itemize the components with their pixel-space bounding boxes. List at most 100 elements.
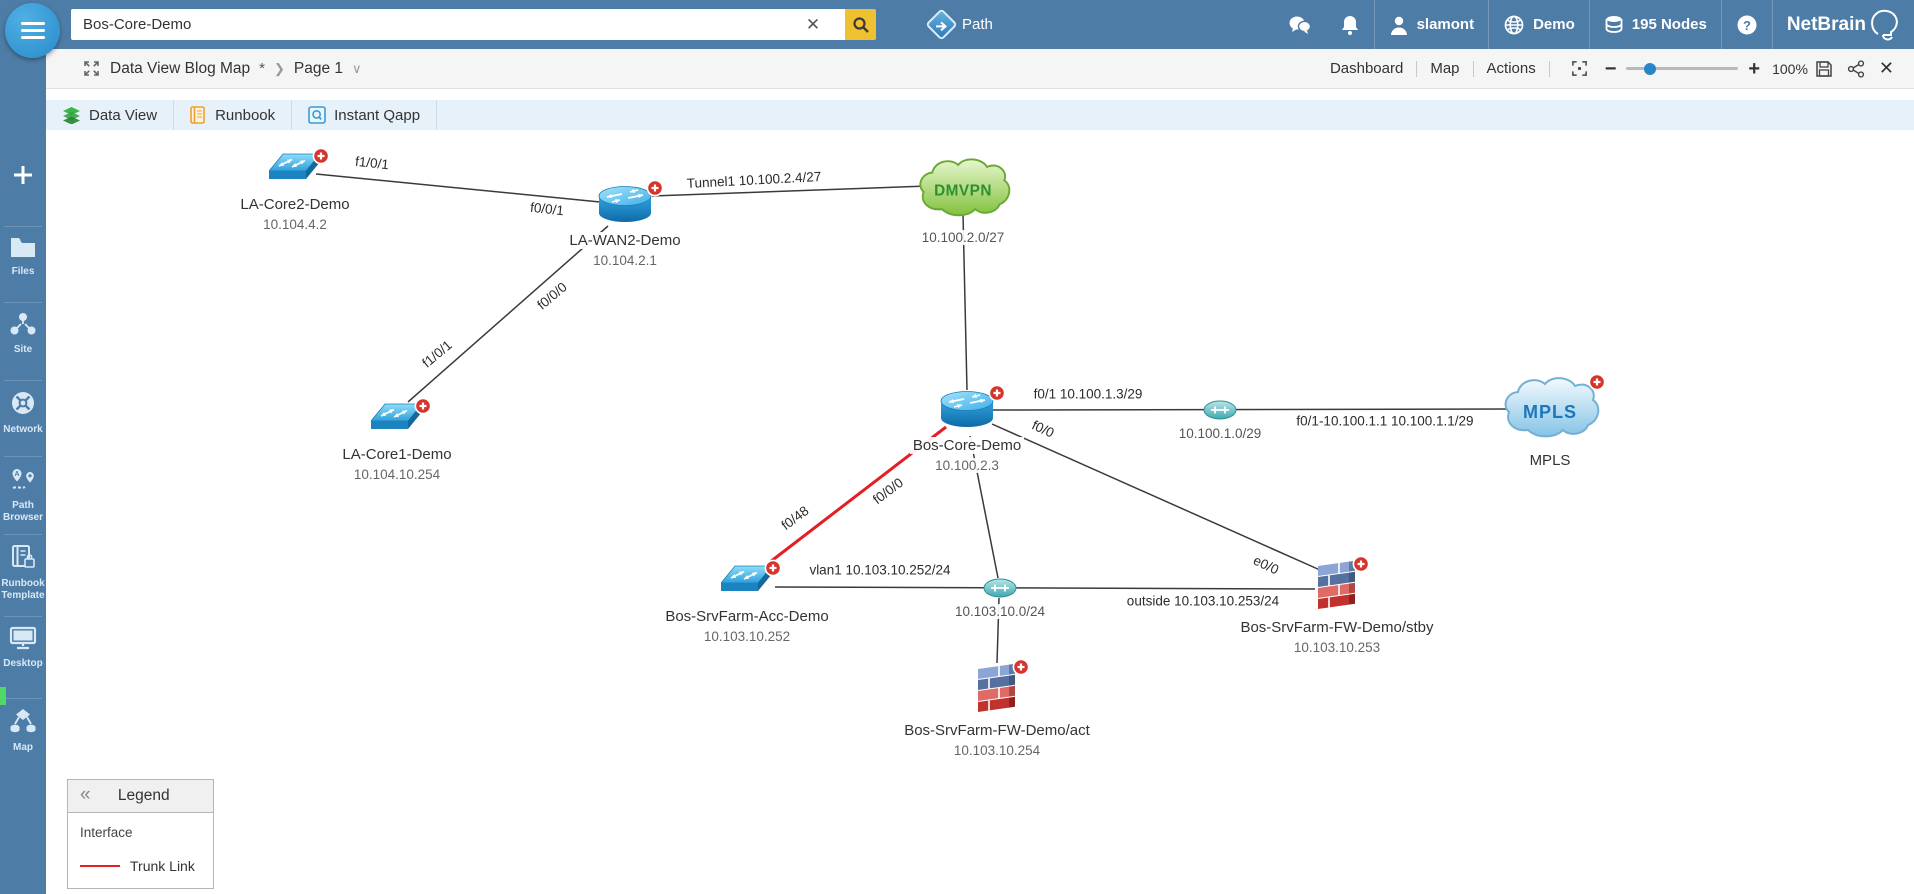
map-canvas[interactable]	[46, 130, 1914, 894]
svg-text:DMVPN: DMVPN	[934, 183, 992, 200]
expand-map-icon[interactable]	[82, 59, 101, 78]
plus-icon	[0, 162, 46, 193]
zoom-in-button[interactable]: +	[1748, 57, 1761, 80]
netbrain-logo: NetBrain	[1773, 7, 1906, 43]
device-node-media-10-100-1-0[interactable]	[1203, 400, 1237, 425]
svg-text:MPLS: MPLS	[1523, 402, 1577, 422]
zoom-slider[interactable]	[1626, 62, 1739, 75]
fit-to-screen-icon[interactable]	[1564, 60, 1595, 77]
active-indicator	[0, 687, 6, 705]
zoom-slider-handle[interactable]	[1644, 62, 1657, 75]
search-input[interactable]	[71, 9, 845, 40]
svg-text:?: ?	[1743, 18, 1751, 33]
runbook-icon	[190, 106, 205, 124]
menu-actions[interactable]: Actions	[1486, 60, 1536, 77]
zoom-out-button[interactable]: −	[1604, 57, 1617, 80]
router-icon	[598, 186, 652, 222]
save-map-icon[interactable]	[1808, 60, 1840, 78]
sidebar-item-label: Desktop	[3, 658, 43, 669]
device-search: ✕	[71, 9, 876, 40]
firewall-icon	[978, 663, 1015, 712]
tool-button-label: Runbook	[215, 106, 276, 124]
map-title[interactable]: Data View Blog Map	[110, 59, 251, 77]
media-icon	[983, 578, 1017, 598]
sidebar-item-network[interactable]: Network	[0, 390, 46, 436]
map-toolbar: Data View Runbook Instant Qapp	[46, 100, 1914, 130]
expand-neighbors-badge[interactable]	[646, 179, 664, 202]
sidebar-item-plus[interactable]	[0, 162, 46, 193]
zoom-level: 100%	[1772, 60, 1808, 77]
divider	[1488, 0, 1490, 49]
tool-button-label: Instant Qapp	[334, 106, 421, 124]
device-node-bos-core-demo[interactable]	[940, 390, 994, 435]
share-map-icon[interactable]	[1840, 59, 1872, 78]
divider	[1588, 0, 1590, 49]
chat-button[interactable]	[1274, 0, 1326, 49]
breadcrumb: Data View Blog Map * ❯ Page 1 ∨	[46, 59, 362, 78]
chat-icon	[1289, 16, 1311, 34]
sidebar-item-label: Files	[11, 266, 35, 277]
legend-header: « Legend	[68, 780, 213, 813]
device-node-bos-srvfarm-fw-act[interactable]	[977, 662, 1017, 719]
data-view-button[interactable]: Data View	[46, 100, 175, 130]
search-clear-icon[interactable]: ✕	[798, 9, 828, 40]
expand-neighbors-badge[interactable]	[1588, 373, 1606, 396]
device-node-mpls-cloud[interactable]: MPLS	[1500, 376, 1600, 445]
plus-badge-icon	[988, 384, 1006, 402]
desktop-icon	[0, 626, 46, 655]
hamburger-icon	[20, 18, 45, 43]
magnifier-icon	[852, 16, 869, 33]
device-node-media-10-103-10-0[interactable]	[983, 578, 1017, 603]
chevron-right-icon: ❯	[274, 60, 285, 76]
expand-neighbors-badge[interactable]	[414, 397, 432, 420]
notifications-button[interactable]	[1326, 0, 1374, 49]
path-browser-icon: A	[0, 466, 46, 497]
node-count-menu[interactable]: 195 Nodes	[1590, 0, 1721, 49]
sidebar-item-site[interactable]: Site	[0, 312, 46, 356]
legend-title: Legend	[117, 787, 170, 804]
expand-neighbors-badge[interactable]	[312, 147, 330, 170]
expand-neighbors-badge[interactable]	[1352, 555, 1370, 578]
top-bar: ✕ Path	[0, 0, 1914, 49]
instant-qapp-button[interactable]: Instant Qapp	[292, 100, 438, 130]
user-menu[interactable]: slamont	[1375, 0, 1489, 49]
globe-icon	[1504, 15, 1524, 34]
svg-text:A: A	[14, 471, 19, 478]
device-node-la-wan2-demo[interactable]	[598, 185, 652, 230]
help-button[interactable]: ?	[1722, 0, 1772, 49]
username: slamont	[1416, 16, 1475, 33]
menu-dashboard[interactable]: Dashboard	[1329, 60, 1404, 77]
path-button[interactable]: Path	[925, 8, 993, 41]
search-button[interactable]	[845, 9, 876, 40]
media-icon	[1203, 400, 1237, 420]
runbook-button[interactable]: Runbook	[174, 100, 293, 130]
path-icon	[925, 8, 958, 41]
sidebar-item-desktop[interactable]: Desktop	[0, 626, 46, 670]
device-node-bos-srvfarm-fw-stby[interactable]	[1317, 559, 1357, 616]
divider	[1416, 60, 1418, 77]
divider	[4, 456, 42, 457]
expand-neighbors-badge[interactable]	[764, 559, 782, 582]
legend-panel: « Legend Interface Trunk Link	[67, 779, 214, 889]
close-map-icon[interactable]: ✕	[1878, 58, 1894, 78]
node-count: 195 Nodes	[1631, 16, 1707, 33]
site-icon	[0, 312, 46, 341]
chevron-down-icon[interactable]: ∨	[352, 60, 362, 76]
sidebar-item-files[interactable]: Files	[0, 236, 46, 278]
main-menu-button[interactable]	[5, 3, 60, 58]
legend-item-trunk-link: Trunk Link	[80, 858, 201, 874]
domain-menu[interactable]: Demo	[1489, 0, 1589, 49]
divider	[4, 226, 42, 227]
page-selector[interactable]: Page 1	[293, 59, 344, 77]
device-node-dmvpn-cloud[interactable]: DMVPN	[915, 157, 1011, 224]
menu-map[interactable]: Map	[1430, 60, 1460, 77]
sidebar-item-map[interactable]: Map	[0, 708, 46, 754]
expand-neighbors-badge[interactable]	[988, 384, 1006, 407]
network-icon	[0, 390, 46, 421]
collapse-legend-icon[interactable]: «	[80, 784, 91, 805]
expand-neighbors-badge[interactable]	[1012, 658, 1030, 681]
